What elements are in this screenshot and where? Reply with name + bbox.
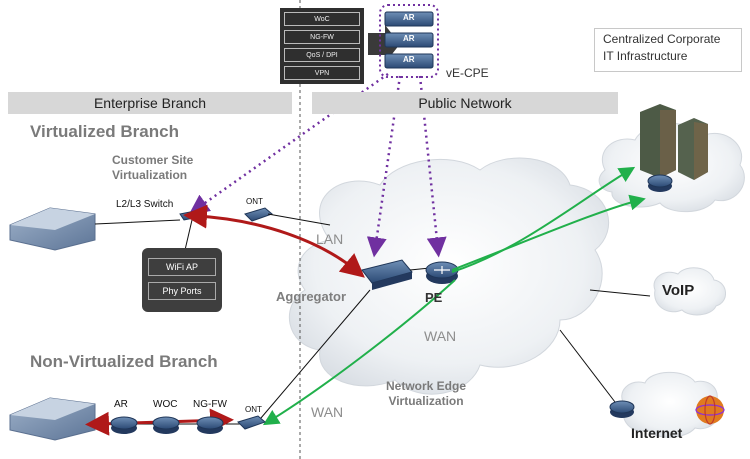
cloud-to-voip-line <box>589 289 651 297</box>
public-network-band: Public Network <box>312 92 618 114</box>
branch-building-top <box>9 207 96 251</box>
voip-label: VoIP <box>662 282 695 299</box>
non-virtualized-branch-title: Non-Virtualized Branch <box>30 352 218 371</box>
switch-to-panel-line <box>184 219 193 251</box>
ngfw-router <box>196 416 224 434</box>
ont-bottom-label: ONT <box>245 405 262 414</box>
vecpe-label: vE-CPE <box>446 66 489 80</box>
corporate-it-line1: Centralized Corporate <box>603 32 721 46</box>
vecpe-links <box>188 72 447 258</box>
enterprise-branch-band: Enterprise Branch <box>8 92 292 114</box>
internet-router <box>609 400 635 418</box>
branch-to-switch-line <box>94 219 181 225</box>
customer-site-virtualization: Customer Site Virtualization <box>112 153 193 183</box>
corporate-it-line2: IT Infrastructure <box>603 49 688 63</box>
green-links <box>262 166 646 426</box>
ar-label-2: AR <box>403 34 415 43</box>
ont-top-label: ONT <box>246 197 263 206</box>
globe-icon <box>695 395 725 425</box>
network-edge-line2: Virtualization <box>388 394 464 408</box>
vnf-item-ngfw: NG-FW <box>284 30 360 44</box>
aggregator-to-ont-line <box>254 289 371 426</box>
internet-label: Internet <box>631 425 683 441</box>
vnf-item-vpn: VPN <box>284 66 360 80</box>
corporate-it-box: Centralized Corporate IT Infrastructure <box>594 28 742 72</box>
ont-bottom-device <box>237 415 266 430</box>
pe-router <box>425 261 459 284</box>
device-label-woc: WOC <box>153 399 178 410</box>
red-link-top <box>183 204 365 278</box>
vnf-function-box: WoC NG-FW QoS / DPI VPN <box>280 8 364 84</box>
vecpe-frame <box>379 4 439 78</box>
vnf-item-qos: QoS / DPI <box>284 48 360 62</box>
corporate-router <box>647 174 673 192</box>
device-label-ar: AR <box>114 399 128 410</box>
branch-building-bottom <box>9 397 96 441</box>
corporate-building <box>640 104 708 180</box>
ar-label-3: AR <box>403 55 415 64</box>
lan-label: LAN <box>316 231 344 247</box>
ont-top-device <box>244 207 273 222</box>
wan-bottom-label: WAN <box>311 404 344 420</box>
virtualized-branch-title: Virtualized Branch <box>30 122 179 141</box>
ar-stack <box>384 11 434 69</box>
device-label-ngfw: NG-FW <box>193 399 227 410</box>
network-edge-virtualization: Network Edge Virtualization <box>378 379 474 409</box>
wan-cloud-label: WAN <box>424 328 457 344</box>
network-edge-line1: Network Edge <box>385 379 466 393</box>
woc-router <box>152 416 180 434</box>
switch-label: L2/L3 Switch <box>116 199 174 210</box>
switch-ports-panel: WiFi AP Phy Ports <box>142 248 222 312</box>
wifi-ap-item: WiFi AP <box>148 258 216 276</box>
aggregator-device <box>361 259 413 290</box>
voip-cloud <box>653 267 726 316</box>
ar-label-1: AR <box>403 13 415 22</box>
pe-label: PE <box>425 290 443 305</box>
aggregator-label: Aggregator <box>276 289 347 304</box>
ar-router <box>110 416 138 434</box>
customer-site-line2: Virtualization <box>112 168 188 182</box>
customer-site-line1: Customer Site <box>112 153 194 167</box>
phy-ports-item: Phy Ports <box>148 282 216 300</box>
cloud-to-internet-line <box>559 329 616 403</box>
vnf-item-woc: WoC <box>284 12 360 26</box>
